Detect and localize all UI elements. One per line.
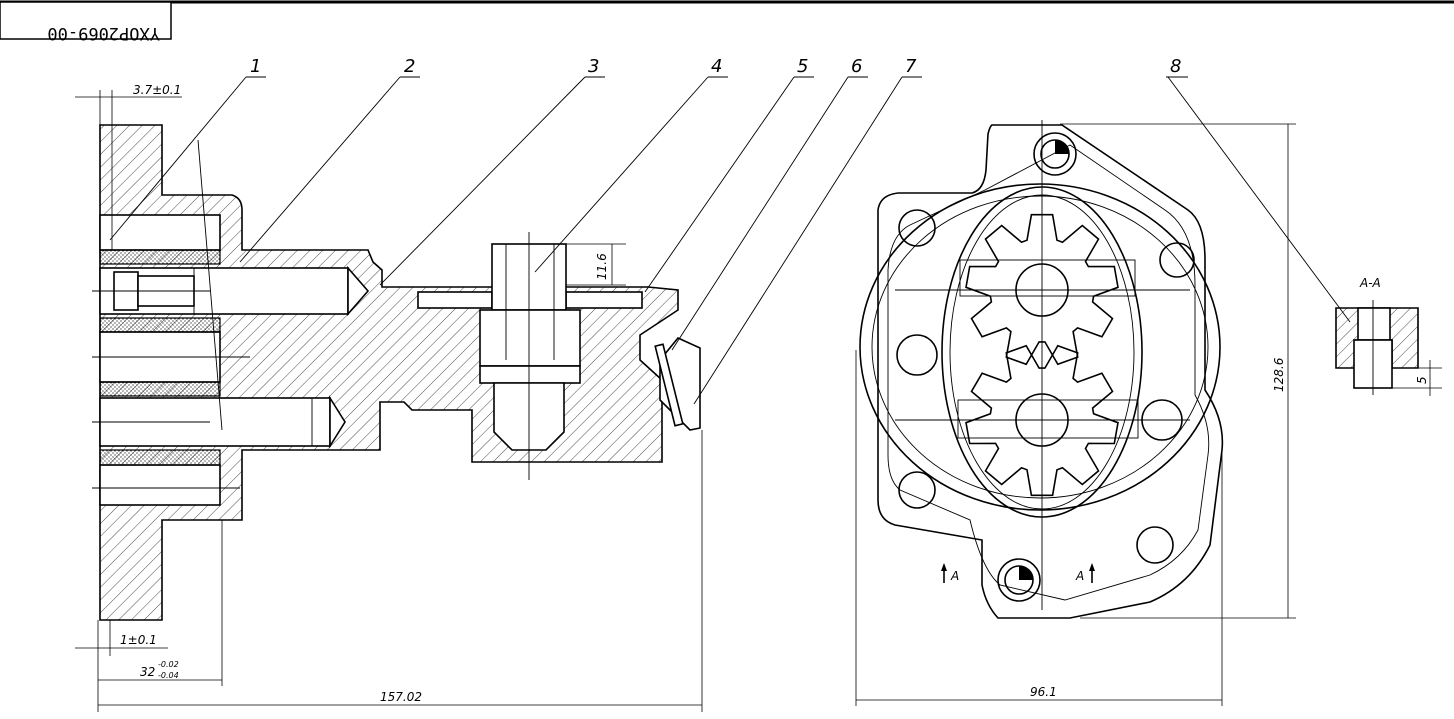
seal-ring-4 (99, 449, 221, 466)
bearing-strip-top (959, 259, 1136, 297)
dim-bolt-depth: 11.6 (595, 253, 609, 280)
flange-bore-lower (99, 464, 221, 506)
bolt-washer (479, 365, 581, 384)
bearing-strip-bottom (957, 399, 1139, 439)
dim-bore-tol-lower: -0.04 (158, 671, 179, 680)
part-label-1: 1 (250, 56, 261, 77)
driven-gear (965, 344, 1119, 497)
front-view: A A (859, 120, 1224, 619)
part-label-4: 4 (711, 56, 722, 77)
section-aa-detail: A-A 5 (1335, 276, 1442, 396)
cotter-pin (654, 343, 684, 427)
section-marker-left: A (941, 563, 959, 583)
section-aa-bore (1357, 307, 1391, 341)
bolt-neck (479, 309, 581, 367)
dowel-bottom (997, 558, 1041, 602)
svg-text:A: A (950, 569, 959, 583)
dowel-top (1033, 132, 1077, 176)
top-channel-right (565, 291, 643, 309)
svg-text:A: A (1075, 569, 1084, 583)
housing-groove (887, 144, 1210, 601)
section-aa-label: A-A (1359, 276, 1381, 290)
bolt-hole (1136, 526, 1174, 564)
front-dimensions: 96.1 128.6 (855, 123, 1296, 706)
dim-front-height: 128.6 (1272, 357, 1286, 392)
part-leaders: 1 2 3 4 5 6 7 8 (109, 56, 1351, 431)
seal-groove-inner (871, 195, 1209, 499)
part-label-2: 2 (404, 56, 415, 77)
part-label-7: 7 (905, 56, 917, 77)
lower-shaft-tip (329, 395, 346, 449)
part-label-5: 5 (797, 56, 808, 77)
dim-front-width: 96.1 (1030, 685, 1057, 699)
flange-bore-upper (99, 214, 221, 251)
section-marker-right: A (1075, 563, 1095, 583)
title-block: YXOP2069-00 (0, 1, 172, 43)
drive-gear (965, 213, 1119, 366)
bolt-hole (1159, 242, 1195, 278)
dim-offset-bottom: 1±0.1 (120, 633, 157, 647)
dim-detail-depth: 5 (1415, 376, 1429, 384)
dim-bore: 32 (140, 665, 155, 679)
housing-outline (877, 124, 1224, 619)
part-label-3: 3 (588, 56, 599, 77)
seal-groove-outer (859, 183, 1221, 511)
upper-shaft-tip (347, 265, 370, 317)
part-label-6: 6 (851, 56, 862, 77)
dim-overall-length: 157.02 (380, 690, 422, 704)
bolt-hole (898, 209, 936, 247)
seal-ring-2 (99, 317, 221, 333)
part-label-8: 8 (1170, 56, 1181, 77)
seal-ring-3 (99, 381, 221, 397)
drawing-number: YXOP2069-00 (47, 23, 160, 43)
bolt-hole (898, 471, 936, 509)
side-section-view (92, 124, 701, 621)
dim-offset-top: 3.7±0.1 (133, 83, 181, 97)
top-channel-left (417, 291, 493, 309)
side-dimensions: 3.7±0.1 1±0.1 32 -0.02 -0.04 157.02 11.6 (75, 83, 703, 712)
dim-bore-tol-upper: -0.02 (158, 660, 179, 669)
seal-ring-1 (99, 249, 221, 265)
bolt-hole (896, 334, 938, 376)
